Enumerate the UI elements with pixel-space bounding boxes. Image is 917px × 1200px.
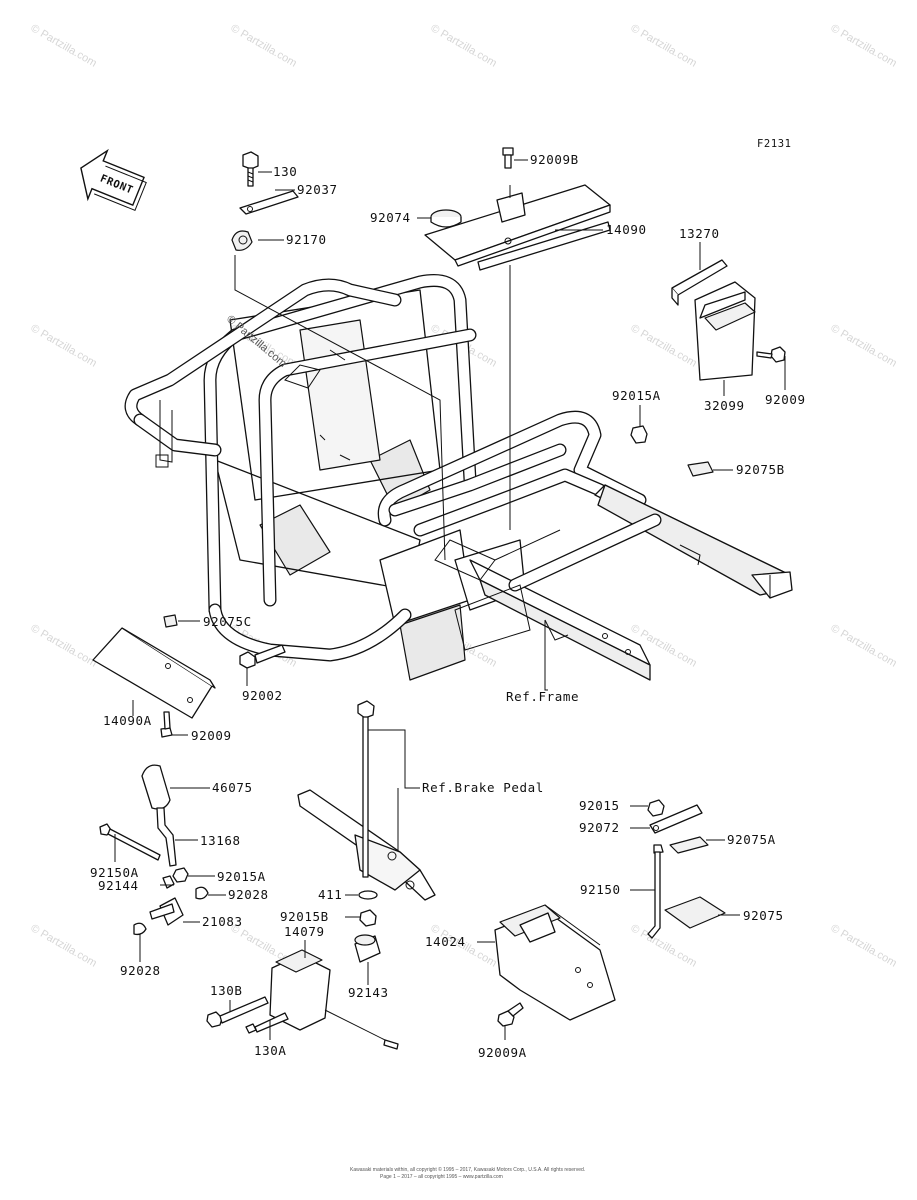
label-21083: 21083 bbox=[202, 914, 243, 929]
frame-drawing bbox=[124, 274, 793, 681]
leader-lines bbox=[114, 159, 786, 1040]
label-92009b: 92009B bbox=[530, 152, 579, 167]
label-92144: 92144 bbox=[98, 878, 139, 893]
label-14024: 14024 bbox=[425, 934, 466, 949]
label-92015a-right: 92015A bbox=[612, 388, 661, 403]
watermark-text: © Partzilla.com bbox=[29, 22, 99, 69]
watermark-text: © Partzilla.com bbox=[429, 22, 499, 69]
figure-code: F2131 bbox=[757, 138, 792, 150]
label-92009a: 92009A bbox=[478, 1045, 527, 1060]
label-32099: 32099 bbox=[704, 398, 745, 413]
label-92143: 92143 bbox=[348, 985, 389, 1000]
front-arrow-icon: FRONT bbox=[80, 148, 147, 212]
label-92015a-left: 92015A bbox=[217, 869, 266, 884]
watermark-text: © Partzilla.com bbox=[829, 322, 899, 369]
watermark-text: © Partzilla.com bbox=[29, 622, 99, 669]
label-46075: 46075 bbox=[212, 780, 253, 795]
label-ref-brake-pedal: Ref.Brake Pedal bbox=[422, 780, 544, 795]
watermark-text: © Partzilla.com bbox=[629, 322, 699, 369]
label-92037: 92037 bbox=[297, 182, 338, 197]
label-ref-frame: Ref.Frame bbox=[506, 689, 579, 704]
label-92072: 92072 bbox=[579, 820, 620, 835]
label-92150: 92150 bbox=[580, 882, 621, 897]
label-92015b: 92015B bbox=[280, 909, 329, 924]
label-92150a: 92150A bbox=[90, 865, 139, 880]
watermark-text: © Partzilla.com bbox=[829, 922, 899, 969]
label-92170: 92170 bbox=[286, 232, 327, 247]
label-92015-right: 92015 bbox=[579, 798, 620, 813]
watermark-text: © Partzilla.com bbox=[29, 922, 99, 969]
label-14079: 14079 bbox=[284, 924, 325, 939]
watermark-text: © Partzilla.com bbox=[829, 22, 899, 69]
label-92028-b: 92028 bbox=[120, 963, 161, 978]
label-92002: 92002 bbox=[242, 688, 283, 703]
watermark-text: © Partzilla.com bbox=[29, 322, 99, 369]
label-92009-left: 92009 bbox=[191, 728, 232, 743]
label-130: 130 bbox=[273, 164, 297, 179]
label-92075b: 92075B bbox=[736, 462, 785, 477]
label-14090: 14090 bbox=[606, 222, 647, 237]
label-92074: 92074 bbox=[370, 210, 411, 225]
label-92009-right: 92009 bbox=[765, 392, 806, 407]
watermark-text: © Partzilla.com bbox=[629, 22, 699, 69]
label-411: 411 bbox=[318, 887, 342, 902]
label-14090a: 14090A bbox=[103, 713, 152, 728]
parts-layer bbox=[92, 147, 786, 1050]
watermark-text: © Partzilla.com bbox=[829, 622, 899, 669]
label-92075c: 92075C bbox=[203, 614, 252, 629]
watermark-text: © Partzilla.com bbox=[629, 922, 699, 969]
label-130b: 130B bbox=[210, 983, 243, 998]
label-130a: 130A bbox=[254, 1043, 287, 1058]
footer-line-1: Kawasaki materials within, all copyright… bbox=[350, 1166, 585, 1173]
watermark-text: © Partzilla.com bbox=[229, 22, 299, 69]
footer-line-2: Page 1 – 2017 – all copyright 1995 – www… bbox=[380, 1174, 503, 1180]
label-92075a: 92075A bbox=[727, 832, 776, 847]
label-13168: 13168 bbox=[200, 833, 241, 848]
part-labels: 130 92037 92170 92009B 92074 14090 13270… bbox=[90, 152, 806, 1060]
label-92028-a: 92028 bbox=[228, 887, 269, 902]
label-92075: 92075 bbox=[743, 908, 784, 923]
label-13270: 13270 bbox=[679, 226, 720, 241]
